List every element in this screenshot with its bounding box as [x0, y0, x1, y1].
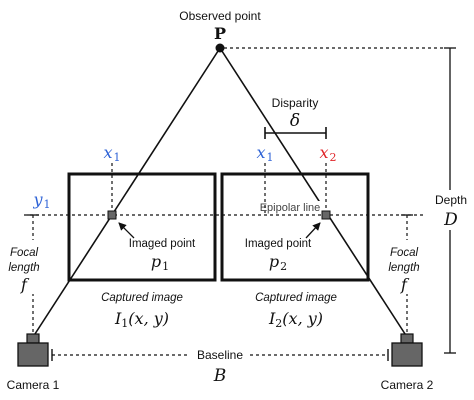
- camera-1-label: Camera 1: [7, 378, 60, 392]
- right-focal-backdrop: [382, 240, 426, 294]
- baseline-caption-backdrop: [190, 346, 250, 362]
- right-image-function: I2(x, y): [268, 309, 323, 330]
- camera-1-icon: [17, 333, 49, 367]
- y1-subscript: 1: [44, 198, 51, 211]
- left-focal-backdrop: [2, 240, 46, 294]
- right-function-args: (x, y): [282, 309, 323, 328]
- y1-label: y1: [32, 190, 50, 211]
- right-function-subscript: 2: [275, 317, 282, 330]
- right-focal-line1: Focal: [390, 247, 419, 259]
- x1-left-label: x1: [103, 143, 120, 164]
- left-function-args: (x, y): [128, 309, 169, 328]
- right-function-name: I: [268, 309, 276, 328]
- left-function-name: I: [114, 309, 122, 328]
- p2-symbol: p: [269, 252, 279, 271]
- right-imaged-point-arrow: [305, 222, 321, 239]
- epipolar-line-caption: Epipolar line: [260, 202, 321, 214]
- depth-symbol: D: [443, 210, 458, 230]
- disparity-caption: Disparity: [272, 96, 319, 110]
- camera-2-label: Camera 2: [381, 378, 434, 392]
- depth-caption: Depth: [435, 193, 467, 207]
- left-image-plane: [67, 172, 217, 282]
- right-image-plane: [220, 172, 370, 282]
- p1-symbol: p: [151, 252, 161, 271]
- epipolar-caption-backdrop: [250, 201, 330, 213]
- y1-symbol: y: [32, 190, 43, 209]
- left-focal-line2: length: [8, 262, 39, 274]
- observed-point-caption: Observed point: [179, 9, 261, 23]
- left-captured-image-caption: Captured image: [101, 292, 183, 304]
- x1-left-subscript: 1: [114, 151, 121, 164]
- right-focal-line2: length: [388, 262, 419, 274]
- p2-subscript: 2: [280, 260, 287, 273]
- p1-subscript: 1: [162, 260, 169, 273]
- p1-label: p1: [151, 252, 169, 273]
- left-imaged-point-caption: Imaged point: [129, 238, 196, 250]
- x2-right-subscript: 2: [330, 151, 337, 164]
- x1-right-label: x1: [256, 143, 273, 164]
- left-imaged-point: [107, 210, 117, 220]
- baseline-caption: Baseline: [197, 348, 243, 362]
- baseline-symbol: B: [213, 366, 227, 386]
- left-imaged-point-arrow: [118, 222, 135, 239]
- x1-right-symbol: x: [256, 143, 265, 162]
- p2-label: p2: [269, 252, 287, 273]
- x2-right-label: x2: [319, 143, 336, 164]
- ray-right: [219, 47, 408, 338]
- x2-right-symbol: x: [319, 143, 328, 162]
- left-image-function: I1(x, y): [114, 309, 169, 330]
- x1-left-symbol: x: [103, 143, 112, 162]
- x1-right-subscript: 1: [267, 151, 274, 164]
- right-captured-image-caption: Captured image: [255, 292, 337, 304]
- left-focal-symbol: f: [20, 275, 30, 294]
- point-p-symbol: P: [214, 24, 226, 43]
- ray-left: [32, 47, 221, 338]
- left-function-subscript: 1: [121, 317, 128, 330]
- right-focal-symbol: f: [400, 275, 410, 294]
- right-imaged-point: [321, 210, 331, 220]
- right-imaged-point-caption: Imaged point: [245, 238, 312, 250]
- disparity-symbol: δ: [290, 111, 300, 131]
- camera-2-icon: [391, 333, 423, 367]
- depth-label-backdrop: [432, 190, 468, 230]
- left-focal-line1: Focal: [10, 247, 39, 259]
